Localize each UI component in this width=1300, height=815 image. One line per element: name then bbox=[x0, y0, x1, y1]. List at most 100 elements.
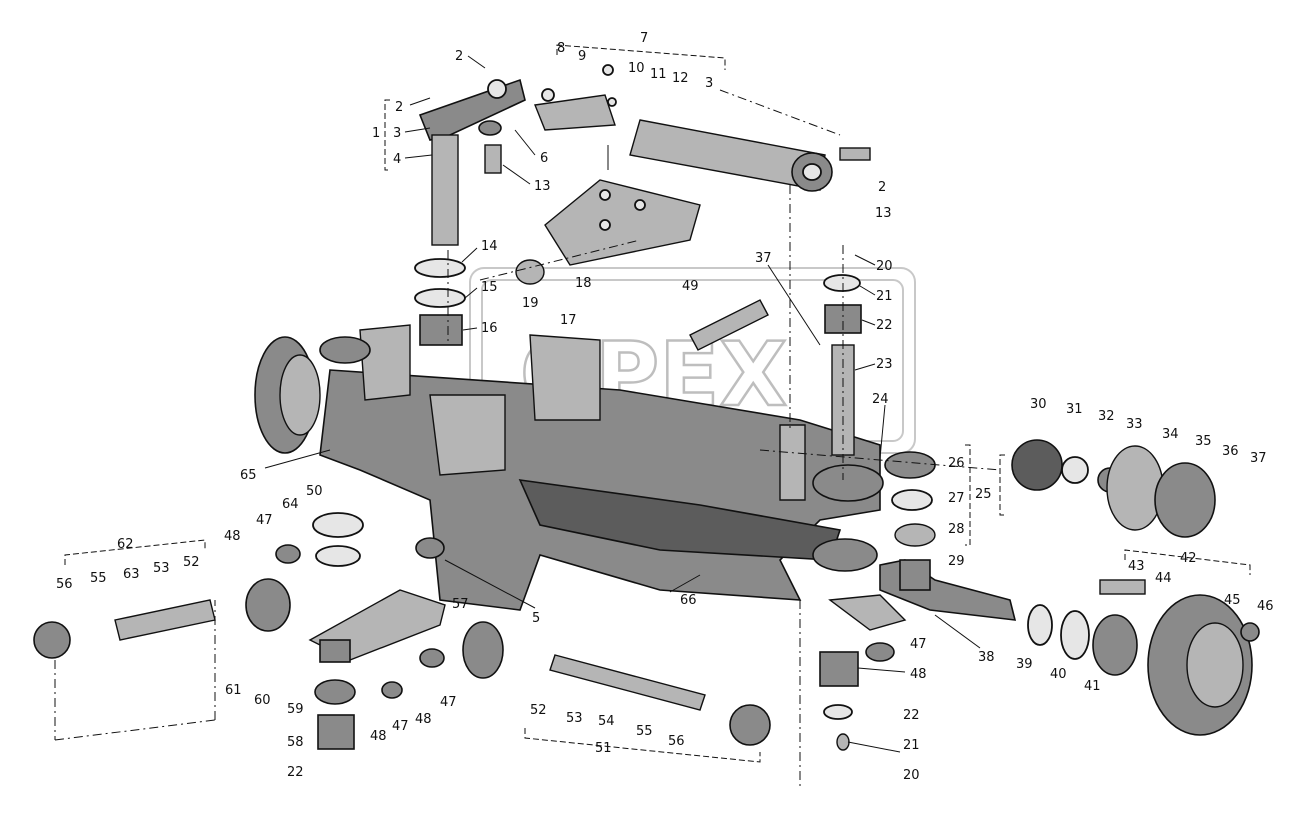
label-52-left: 52 bbox=[183, 555, 200, 570]
clamp-group bbox=[534, 64, 617, 170]
washer-14 bbox=[414, 258, 466, 278]
label-42: 42 bbox=[1180, 551, 1197, 566]
lead-2b bbox=[409, 97, 431, 106]
lever-clamp bbox=[319, 639, 351, 663]
axle-bracket-front bbox=[429, 394, 506, 476]
dash-mount bbox=[479, 239, 641, 281]
lead-48 bbox=[857, 667, 906, 673]
label-22: 22 bbox=[876, 318, 893, 333]
label-55-left: 55 bbox=[90, 571, 107, 586]
label-31: 31 bbox=[1066, 402, 1083, 417]
steering-knuckle bbox=[828, 559, 1017, 631]
bracket-7 bbox=[556, 44, 726, 70]
label-2-top: 2 bbox=[455, 49, 463, 64]
nut-47-lower bbox=[381, 681, 403, 699]
left-hub-center bbox=[279, 354, 321, 436]
nut-9 bbox=[602, 64, 614, 76]
label-27: 27 bbox=[948, 491, 965, 506]
label-5: 5 bbox=[532, 611, 540, 626]
label-38: 38 bbox=[978, 650, 995, 665]
label-44: 44 bbox=[1155, 571, 1172, 586]
bracket-25-left bbox=[999, 454, 1005, 516]
label-48-upper: 48 bbox=[224, 529, 241, 544]
label-11: 11 bbox=[650, 67, 667, 82]
label-56-left: 56 bbox=[56, 577, 73, 592]
lead-13 bbox=[502, 164, 531, 185]
label-47-right: 47 bbox=[910, 637, 927, 652]
label-1: 1 bbox=[372, 126, 380, 141]
lead-23 bbox=[854, 363, 876, 371]
label-22-lower: 22 bbox=[903, 708, 920, 723]
label-53-left: 53 bbox=[153, 561, 170, 576]
bearing-16 bbox=[419, 314, 463, 346]
part-labels: 1 2 2 2 3 3 4 5 6 7 8 9 10 11 12 13 13 1… bbox=[56, 31, 1274, 783]
bracket-62 bbox=[64, 539, 206, 565]
left-boss bbox=[319, 336, 371, 364]
dash-cylinder bbox=[719, 89, 841, 136]
label-12: 12 bbox=[672, 71, 689, 86]
ring-40 bbox=[1060, 610, 1090, 660]
bearing-22-lower bbox=[819, 651, 859, 687]
bushing-13 bbox=[484, 144, 502, 174]
lead-14 bbox=[461, 247, 478, 263]
lead-66 bbox=[669, 574, 701, 593]
label-51: 51 bbox=[595, 741, 612, 756]
clamp-plate bbox=[534, 94, 616, 131]
axle-bracket-left bbox=[359, 324, 411, 401]
mount-hole-3 bbox=[599, 219, 611, 231]
clamp-hole-left bbox=[541, 88, 555, 102]
mount-hole-1 bbox=[599, 189, 611, 201]
mount-hole-2 bbox=[634, 199, 646, 211]
nut-59 bbox=[314, 679, 356, 705]
label-48-center: 48 bbox=[415, 712, 432, 727]
label-13: 13 bbox=[534, 179, 551, 194]
label-3: 3 bbox=[393, 126, 401, 141]
lead-5 bbox=[444, 559, 536, 609]
nut-47-center bbox=[419, 648, 445, 668]
bearing-30 bbox=[1011, 439, 1063, 491]
nut-47-upper bbox=[275, 544, 301, 564]
lead-3 bbox=[404, 127, 431, 133]
dash-hub bbox=[759, 449, 1001, 471]
label-2-right: 2 bbox=[878, 180, 886, 195]
lead-2a bbox=[467, 55, 486, 69]
ball-joint-52-left bbox=[245, 578, 291, 632]
label-47-lower: 47 bbox=[392, 719, 409, 734]
label-37-right: 37 bbox=[1250, 451, 1267, 466]
label-24: 24 bbox=[872, 392, 889, 407]
label-48-right: 48 bbox=[910, 667, 927, 682]
label-4: 4 bbox=[393, 152, 401, 167]
fitting-20-lower bbox=[836, 733, 850, 751]
washer-31 bbox=[1061, 456, 1089, 484]
label-35: 35 bbox=[1195, 434, 1212, 449]
label-50: 50 bbox=[306, 484, 323, 499]
label-20-lower: 20 bbox=[903, 768, 920, 783]
nut-top bbox=[478, 120, 502, 136]
ball-joint-56-right bbox=[729, 704, 771, 746]
tube-63 bbox=[114, 599, 216, 641]
label-3-cyl: 3 bbox=[705, 76, 713, 91]
label-21-lower: 21 bbox=[903, 738, 920, 753]
label-59: 59 bbox=[287, 702, 304, 717]
lower-boss bbox=[415, 537, 445, 559]
label-25: 25 bbox=[975, 487, 992, 502]
leader-lines bbox=[264, 55, 981, 753]
bearing-set-25 bbox=[884, 451, 936, 547]
pivot-boss-top bbox=[812, 464, 884, 502]
bearing-26 bbox=[884, 451, 936, 479]
ball-joint-52 bbox=[462, 621, 504, 679]
arm-hole bbox=[487, 79, 507, 99]
label-37: 37 bbox=[755, 251, 772, 266]
tie-rod-51 bbox=[462, 621, 771, 746]
cap-21-lower bbox=[823, 704, 853, 720]
label-6: 6 bbox=[540, 151, 548, 166]
knuckle-body bbox=[899, 559, 931, 591]
label-48-lower: 48 bbox=[370, 729, 387, 744]
label-29: 29 bbox=[948, 554, 965, 569]
bolt-43 bbox=[1099, 579, 1146, 595]
steering-arm bbox=[418, 78, 526, 141]
tie-rod-62 bbox=[33, 578, 291, 659]
label-40: 40 bbox=[1050, 667, 1067, 682]
label-47-center: 47 bbox=[440, 695, 457, 710]
